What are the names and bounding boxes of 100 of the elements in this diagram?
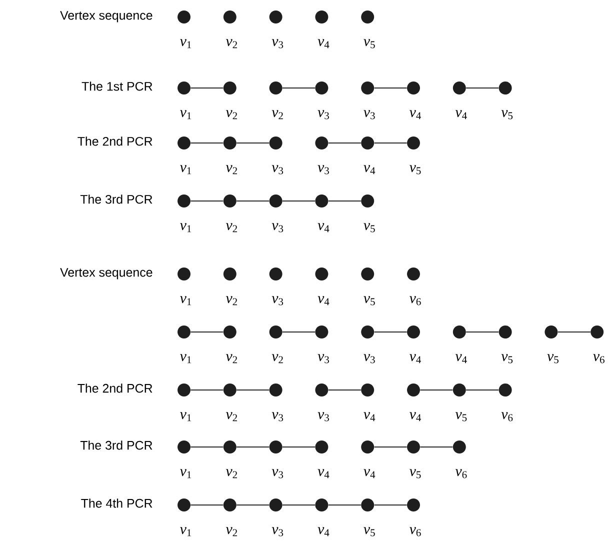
vertex-label: v$_{2}$: [272, 354, 283, 364]
dot: [407, 136, 420, 150]
dot: [223, 326, 236, 338]
dot: [361, 10, 374, 24]
vertex-label: v$_{4}$: [318, 527, 330, 536]
vertex-label: v$_{5}$: [364, 223, 375, 232]
line: [236, 446, 270, 448]
vertex-label: v$_{2}$: [272, 110, 283, 120]
dot: [223, 440, 236, 454]
vertex-label: v$_{4}$: [410, 412, 422, 422]
dot: [315, 326, 328, 338]
dot: [223, 498, 236, 512]
vertex-label: v$_{6}$: [593, 354, 604, 364]
row-label: The 4th PCR: [81, 498, 152, 508]
vertex-label: v$_{4}$: [318, 469, 330, 478]
vertex-label: v$_{3}$: [272, 223, 284, 232]
vertex-label: v$_{4}$: [410, 354, 422, 364]
vertex-label: v$_{1}$: [180, 354, 192, 364]
vertex-label: v$_{4}$: [364, 469, 376, 478]
dot: [178, 82, 190, 94]
vertex-label: v$_{3}$: [318, 110, 329, 120]
vertex-label: v$_{1}$: [180, 165, 192, 174]
dot: [361, 82, 374, 94]
dot: [223, 384, 236, 396]
dot: [223, 268, 236, 280]
line: [236, 504, 270, 506]
dot: [407, 498, 420, 512]
line: [282, 504, 316, 506]
vertex-label: v$_{4}$: [318, 39, 330, 48]
vertex-label: v$_{6}$: [410, 296, 421, 306]
dot: [223, 136, 236, 150]
vertex-label: v$_{1}$: [180, 296, 192, 306]
dot: [223, 194, 236, 208]
vertex-label: v$_{1}$: [180, 527, 192, 536]
dot: [498, 384, 512, 396]
vertex-label: v$_{2}$: [226, 110, 238, 120]
dot: [269, 194, 282, 208]
vertex-label: v$_{6}$: [455, 469, 467, 478]
vertex-label: v$_{3}$: [272, 412, 284, 422]
dot: [544, 326, 558, 338]
line: [282, 446, 316, 448]
vertex-label: v$_{3}$: [364, 354, 375, 364]
vertex-label: v$_{5}$: [455, 412, 467, 422]
vertex-label: v$_{6}$: [501, 412, 513, 422]
dot: [361, 498, 374, 512]
row-label: Vertex sequence: [60, 268, 152, 280]
vertex-label: v$_{1}$: [180, 39, 192, 48]
vertex-label: v$_{3}$: [318, 412, 329, 422]
dot: [269, 440, 282, 454]
vertex-label: v$_{2}$: [226, 527, 238, 536]
dot: [452, 384, 466, 396]
vertex-label: v$_{2}$: [226, 223, 238, 232]
dot: [407, 384, 420, 396]
line: [236, 200, 270, 202]
dot: [178, 326, 190, 338]
dot: [269, 82, 282, 94]
dot: [315, 384, 328, 396]
dot: [178, 10, 190, 24]
dot: [361, 384, 374, 396]
vertex-label: v$_{3}$: [318, 354, 329, 364]
vertex-label: v$_{5}$: [501, 354, 513, 364]
line: [328, 200, 362, 202]
dot: [452, 82, 466, 94]
vertex-label: v$_{5}$: [547, 354, 558, 364]
line: [190, 200, 224, 202]
dot: [269, 10, 282, 24]
vertex-label: v$_{4}$: [455, 110, 467, 120]
vertex-label: v$_{2}$: [226, 165, 238, 174]
row-label: The 2nd PCR: [78, 384, 152, 393]
vertex-label: v$_{5}$: [364, 527, 375, 536]
dot: [315, 268, 328, 280]
vertex-label: v$_{5}$: [410, 165, 421, 174]
dot: [269, 268, 282, 280]
vertex-label: v$_{2}$: [226, 39, 238, 48]
row-label: Vertex sequence: [60, 11, 152, 22]
dot: [178, 384, 190, 396]
dot: [315, 10, 328, 24]
line: [190, 504, 224, 506]
vertex-label: v$_{5}$: [501, 110, 513, 120]
line: [374, 142, 408, 144]
dot: [223, 10, 236, 24]
row-label: The 2nd PCR: [78, 136, 152, 146]
dot: [223, 82, 236, 94]
dot: [269, 384, 282, 396]
vertex-label: v$_{5}$: [364, 296, 375, 306]
row-label: The 1st PCR: [82, 82, 152, 91]
vertex-label: v$_{4}$: [318, 296, 330, 306]
vertex-label: v$_{4}$: [410, 110, 422, 120]
vertex-label: v$_{5}$: [410, 469, 421, 478]
line: [190, 446, 224, 448]
dot: [590, 326, 604, 338]
dot: [407, 268, 420, 280]
line: [236, 142, 270, 144]
row-label: The 3rd PCR: [80, 194, 152, 204]
vertex-label: v$_{3}$: [272, 165, 284, 174]
line: [190, 142, 224, 144]
dot: [269, 498, 282, 512]
dot: [315, 136, 328, 150]
dot: [361, 326, 374, 338]
line: [374, 504, 408, 506]
